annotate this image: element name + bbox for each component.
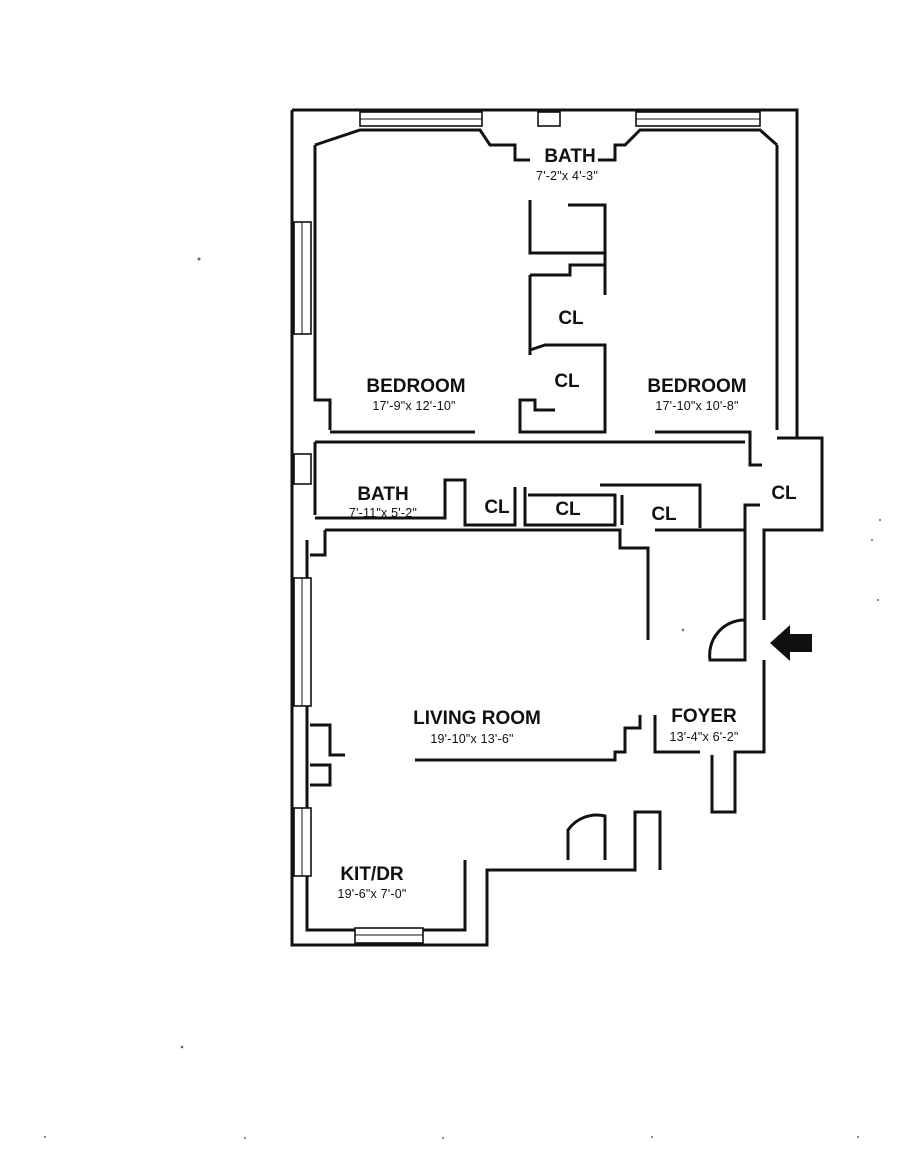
room-name: FOYER xyxy=(671,706,737,727)
room-name: BATH xyxy=(357,484,408,505)
windows xyxy=(293,111,761,944)
kitchen-door xyxy=(566,813,607,860)
room-bedroom-left: BEDROOM 17'-9"x 12'-10" xyxy=(366,376,465,413)
room-foyer: FOYER 13'-4"x 6'-2" xyxy=(669,706,738,744)
room-name: BEDROOM xyxy=(366,376,465,397)
doors xyxy=(566,618,747,860)
room-name: BATH xyxy=(544,146,595,167)
interior-walls xyxy=(313,200,797,762)
room-dimensions: 19'-6"x 7'-0" xyxy=(337,887,406,901)
room-dimensions: 17'-10"x 10'-8" xyxy=(655,399,738,413)
room-dimensions: 13'-4"x 6'-2" xyxy=(669,730,738,744)
left-arrow-icon xyxy=(770,625,812,661)
closet-labels: CL CL CL CL CL CL xyxy=(484,308,797,525)
room-bath-mid: BATH 7'-11"x 5'-2" xyxy=(349,484,417,520)
room-name: BEDROOM xyxy=(647,376,746,397)
room-kitdr: KIT/DR 19'-6"x 7'-0" xyxy=(337,864,406,901)
room-dimensions: 7'-11"x 5'-2" xyxy=(349,506,417,520)
room-living: LIVING ROOM 19'-10"x 13'-6" xyxy=(413,708,541,746)
room-dimensions: 7'-2"x 4'-3" xyxy=(536,169,598,183)
closet-label: CL xyxy=(651,504,677,525)
room-bedroom-right: BEDROOM 17'-10"x 10'-8" xyxy=(647,376,746,413)
window xyxy=(537,111,561,127)
room-dimensions: 17'-9"x 12'-10" xyxy=(372,399,455,413)
closet-label: CL xyxy=(771,483,797,504)
room-name: KIT/DR xyxy=(340,864,404,885)
entry-door xyxy=(708,618,747,662)
closet-label: CL xyxy=(554,371,580,392)
room-dimensions: 19'-10"x 13'-6" xyxy=(430,732,513,746)
window xyxy=(293,453,312,485)
room-bath-top: BATH 7'-2"x 4'-3" xyxy=(536,146,598,183)
closet-label: CL xyxy=(484,497,510,518)
closet-label: CL xyxy=(558,308,584,329)
exterior-walls xyxy=(290,108,824,947)
scan-noise xyxy=(44,257,881,1139)
closet-label: CL xyxy=(555,499,581,520)
room-name: LIVING ROOM xyxy=(413,708,541,729)
